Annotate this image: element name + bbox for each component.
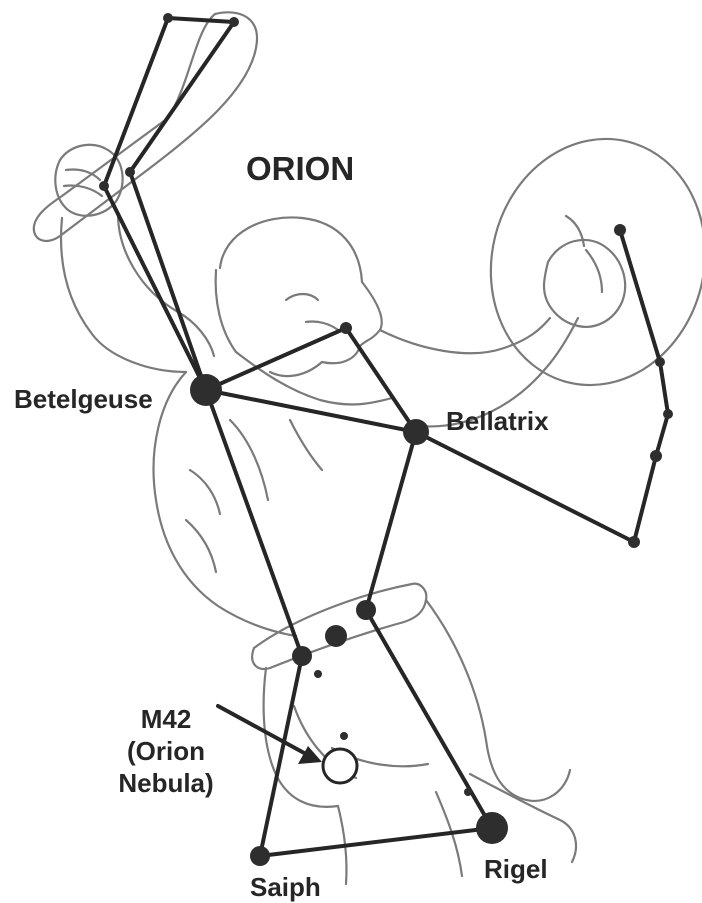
star-sword-1 bbox=[314, 670, 322, 678]
star-saiph bbox=[250, 846, 270, 866]
star-belt-alnitak bbox=[292, 646, 312, 666]
label-saiph: Saiph bbox=[250, 872, 321, 902]
label-rigel: Rigel bbox=[484, 854, 548, 884]
star-shield-3 bbox=[663, 409, 673, 419]
star-betelgeuse bbox=[190, 374, 222, 406]
label-m42-line1: M42 bbox=[141, 704, 192, 734]
raised-arm-outline bbox=[61, 218, 186, 372]
shield-outline bbox=[465, 116, 702, 408]
star-belt-mintaka bbox=[356, 600, 376, 620]
star-shield-1 bbox=[614, 224, 626, 236]
label-m42-line2: (Orion bbox=[127, 736, 205, 766]
star-shield-4 bbox=[650, 450, 662, 462]
star-shield-5 bbox=[628, 536, 640, 548]
star-meissa bbox=[340, 322, 352, 334]
star-bellatrix bbox=[403, 419, 429, 445]
star-rigel bbox=[476, 812, 508, 844]
label-betelgeuse: Betelgeuse bbox=[14, 384, 153, 414]
star-sword-2 bbox=[340, 732, 348, 740]
star-sword-3 bbox=[464, 788, 472, 796]
m42-nebula-marker bbox=[323, 749, 357, 783]
shield-arm-outline bbox=[380, 318, 550, 353]
star-club-mid-left bbox=[99, 181, 109, 191]
club-outline bbox=[34, 12, 257, 241]
label-bellatrix: Bellatrix bbox=[446, 406, 549, 436]
torso-outline bbox=[154, 372, 296, 636]
shield-hand-outline bbox=[544, 240, 625, 327]
star-shield-2 bbox=[655, 357, 665, 367]
m42-pointer-arrow-shaft bbox=[218, 706, 306, 754]
star-club-mid-right bbox=[125, 167, 135, 177]
label-m42-line3: Nebula) bbox=[118, 768, 213, 798]
star-club-top-left bbox=[163, 13, 173, 23]
diagram-title: ORION bbox=[246, 150, 354, 187]
star-club-top-right bbox=[229, 17, 239, 27]
head-outline bbox=[220, 217, 382, 376]
star-belt-alnilam bbox=[325, 625, 347, 647]
